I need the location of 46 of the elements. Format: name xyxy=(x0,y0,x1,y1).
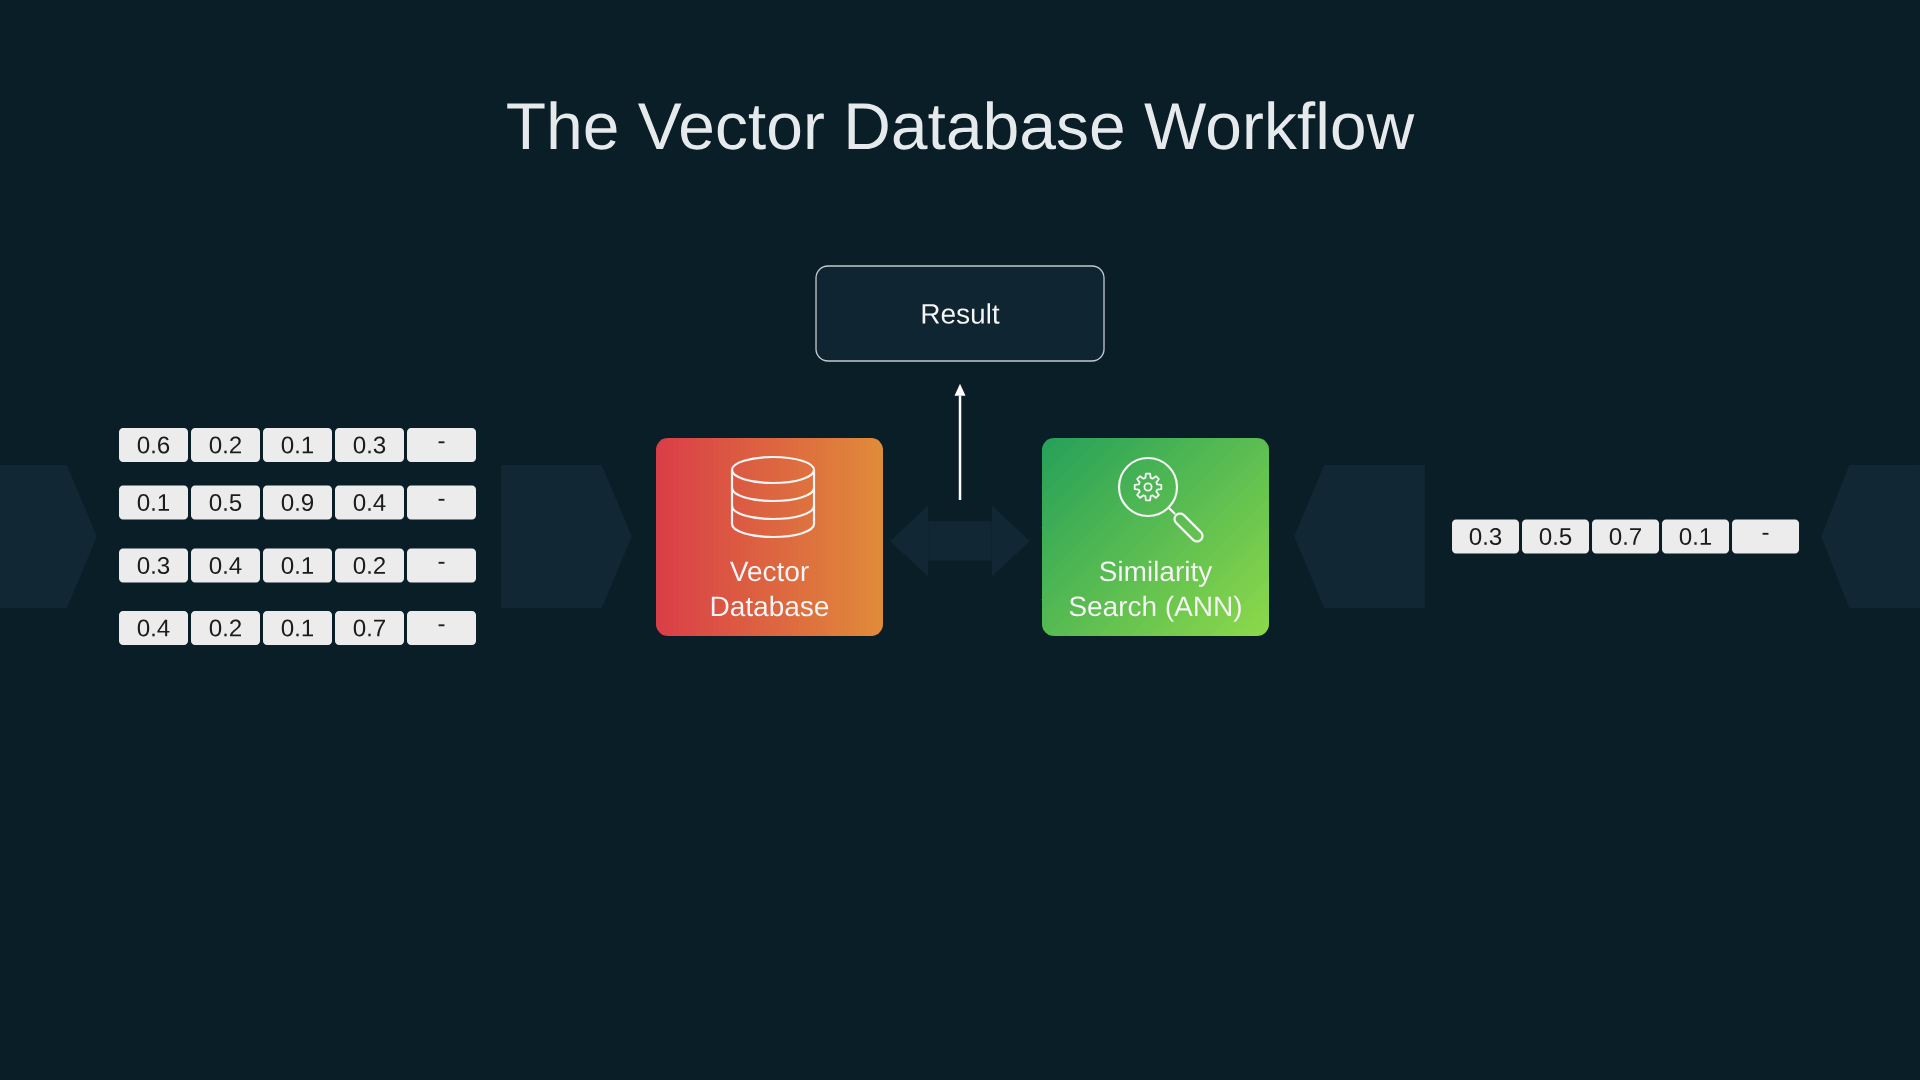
value-cell: - xyxy=(1732,519,1799,554)
node-label: 0.1 xyxy=(281,557,314,575)
value-cell: 0.2 xyxy=(191,428,260,462)
node-label: - xyxy=(438,498,445,501)
value-cell: 0.7 xyxy=(335,611,404,645)
value-cell: - xyxy=(407,611,476,645)
value-cell: 0.4 xyxy=(119,611,188,645)
node-label: 0.3 xyxy=(1469,528,1502,546)
node-label: 0.4 xyxy=(353,494,386,512)
arrow xyxy=(954,383,966,500)
value-cell: 0.9 xyxy=(263,485,332,520)
value-cell: 0.6 xyxy=(119,428,188,462)
value-cell: 0.2 xyxy=(191,611,260,645)
value-cell: - xyxy=(407,428,476,462)
title: The Vector Database Workflow xyxy=(507,101,1415,150)
node-label: 0.7 xyxy=(1609,528,1641,546)
node-label: 0.1 xyxy=(1679,528,1712,546)
node-label: 0.2 xyxy=(353,557,385,575)
node-label: - xyxy=(438,561,445,564)
node-label: 0.1 xyxy=(137,494,170,512)
result-box: Result xyxy=(815,265,1105,362)
node-label: - xyxy=(1762,532,1769,535)
value-cell: 0.3 xyxy=(119,548,188,583)
value-cell: 0.1 xyxy=(263,548,332,583)
node-label: Vector Database xyxy=(711,561,829,617)
value-cell: 0.1 xyxy=(263,428,332,462)
database-box: Vector Database xyxy=(656,438,883,636)
value-cell: 0.4 xyxy=(335,485,404,520)
value-cell: 0.4 xyxy=(191,548,260,583)
value-cell: 0.2 xyxy=(335,548,404,583)
value-cell: 0.1 xyxy=(1662,519,1729,554)
node-label: 0.3 xyxy=(137,557,170,575)
value-cell: 0.5 xyxy=(1522,519,1589,554)
node-label: 0.9 xyxy=(281,494,314,512)
node-label: 0.5 xyxy=(209,494,242,512)
search-box: Similarity Search (ANN) xyxy=(1042,438,1269,636)
value-cell: 0.3 xyxy=(335,428,404,462)
node-label: 0.4 xyxy=(209,557,242,575)
value-cell: - xyxy=(407,548,476,583)
node-label: 0.5 xyxy=(1539,528,1572,546)
value-cell: 0.3 xyxy=(1452,519,1519,554)
value-cell: 0.1 xyxy=(263,611,332,645)
value-cell: - xyxy=(407,485,476,520)
value-cell: 0.5 xyxy=(191,485,260,520)
value-cell: 0.1 xyxy=(119,485,188,520)
value-cell: 0.7 xyxy=(1592,519,1659,554)
